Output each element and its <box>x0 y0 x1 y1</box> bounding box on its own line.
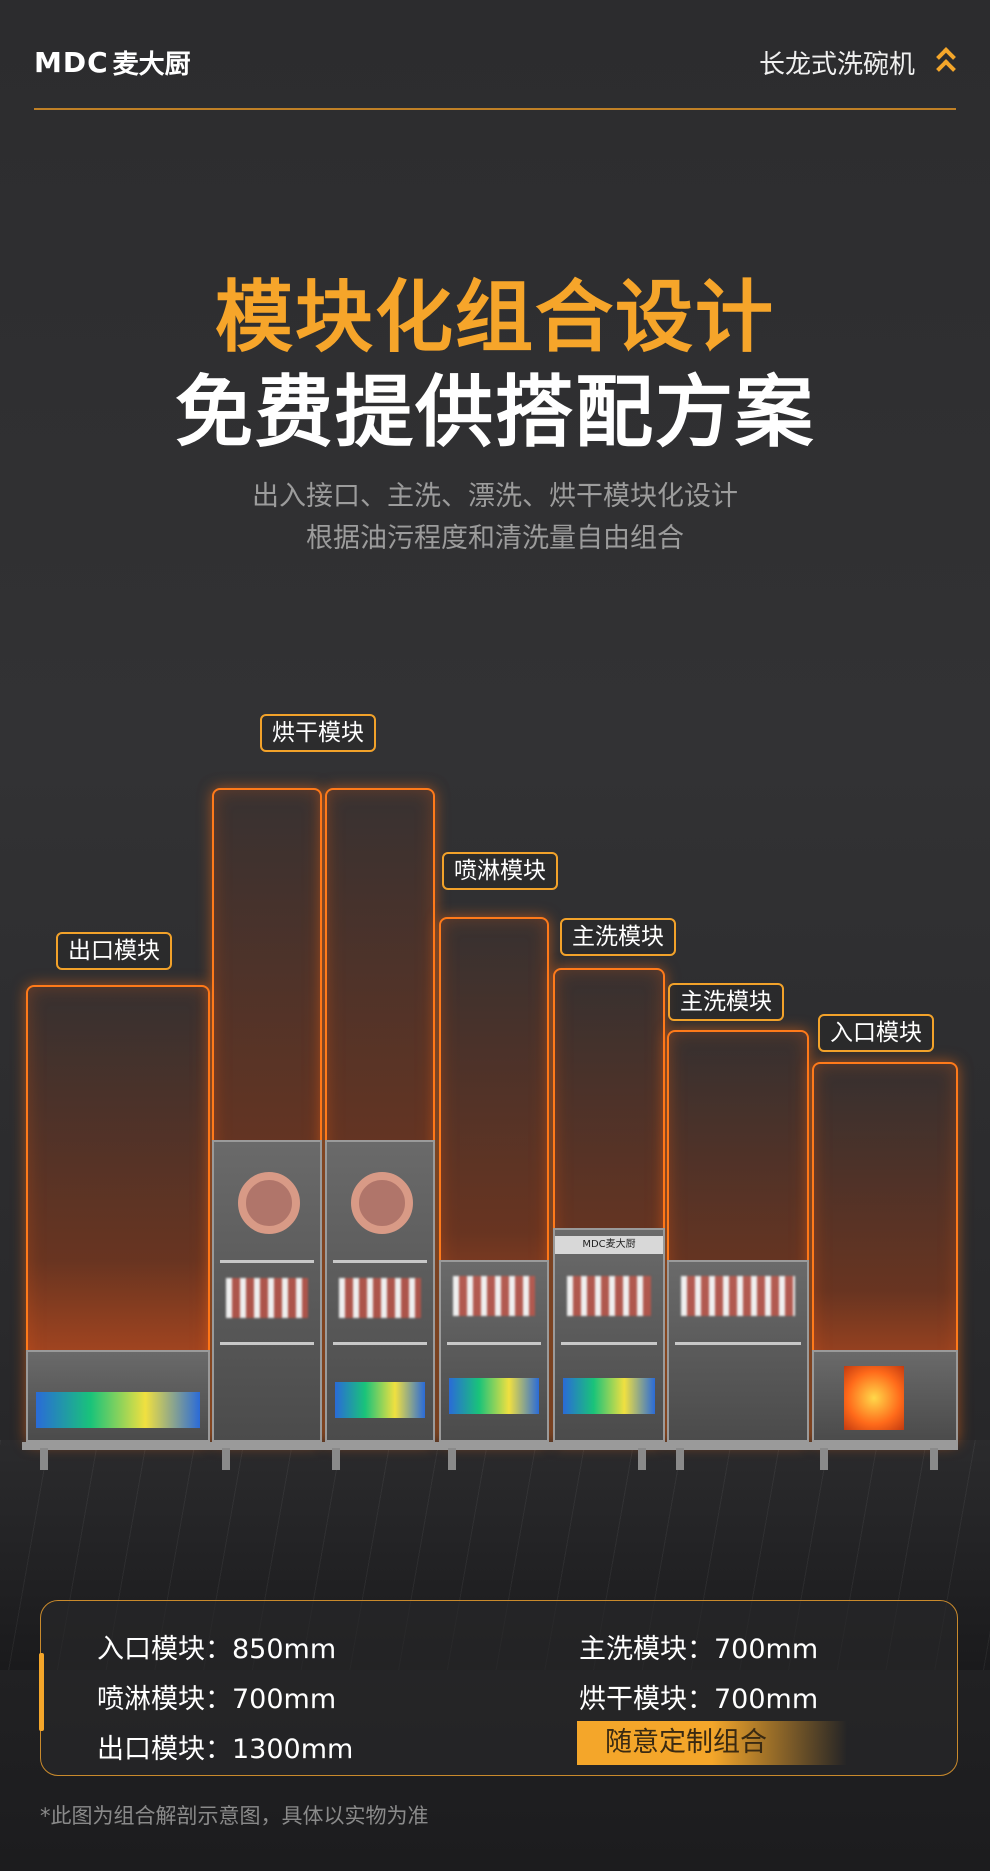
hero-title: 模块化组合设计 <box>214 273 775 363</box>
header-divider <box>34 108 956 110</box>
tag-wash-module-1: 主洗模块 <box>560 918 676 956</box>
tag-wash-module-2: 主洗模块 <box>668 983 784 1021</box>
brand-logo[interactable]: MDC 麦大厨 <box>34 42 191 82</box>
machine-spray <box>439 1260 549 1442</box>
machine-leg <box>930 1448 938 1470</box>
machine-base-rail <box>22 1442 958 1450</box>
tag-exit-module: 出口模块 <box>56 932 172 970</box>
spec-exit: 出口模块：1300mm <box>97 1734 354 1765</box>
header: MDC 麦大厨 长龙式洗碗机 <box>0 0 990 112</box>
tag-dry-module: 烘干模块 <box>260 714 376 752</box>
machine-badge: MDC麦大厨 <box>555 1236 663 1254</box>
machine-leg <box>448 1448 456 1470</box>
footnote: *此图为组合解剖示意图，具体以实物为准 <box>40 1804 429 1828</box>
custom-combination-badge: 随意定制组合 <box>577 1721 847 1765</box>
logo-chinese: 麦大厨 <box>112 49 191 80</box>
fan-icon <box>351 1172 413 1234</box>
machine-leg <box>676 1448 684 1470</box>
tag-spray-module: 喷淋模块 <box>442 852 558 890</box>
machine-entry <box>812 1350 958 1442</box>
machine-leg <box>40 1448 48 1470</box>
machine-exit <box>26 1350 210 1442</box>
machine-wash-2 <box>667 1260 809 1442</box>
machine-leg <box>820 1448 828 1470</box>
hero-desc-line1: 出入接口、主洗、漂洗、烘干模块化设计 <box>252 481 738 512</box>
hero-desc-line2: 根据油污程度和清洗量自由组合 <box>306 523 684 554</box>
spec-wash: 主洗模块：700mm <box>579 1634 819 1665</box>
machine-leg <box>332 1448 340 1470</box>
product-name: 长龙式洗碗机 <box>758 50 915 80</box>
machine-wash-1: MDC麦大厨 <box>553 1228 665 1442</box>
logo-latin: MDC <box>34 45 109 79</box>
machine-leg <box>638 1448 646 1470</box>
spec-spray: 喷淋模块：700mm <box>97 1684 337 1715</box>
fan-icon <box>238 1172 300 1234</box>
machine-leg <box>222 1448 230 1470</box>
specs-accent-bar <box>39 1653 44 1731</box>
machine-dryer-2 <box>325 1140 435 1442</box>
spec-dry: 烘干模块：700mm <box>579 1684 819 1715</box>
spec-entry: 入口模块：850mm <box>97 1634 337 1665</box>
machine-dryer-1 <box>212 1140 322 1442</box>
specs-panel: 入口模块：850mm 主洗模块：700mm 喷淋模块：700mm 烘干模块：70… <box>39 1600 958 1776</box>
tag-entry-module: 入口模块 <box>818 1014 934 1052</box>
double-chevron-up-icon <box>936 47 958 79</box>
hero-subtitle: 免费提供搭配方案 <box>174 368 815 458</box>
